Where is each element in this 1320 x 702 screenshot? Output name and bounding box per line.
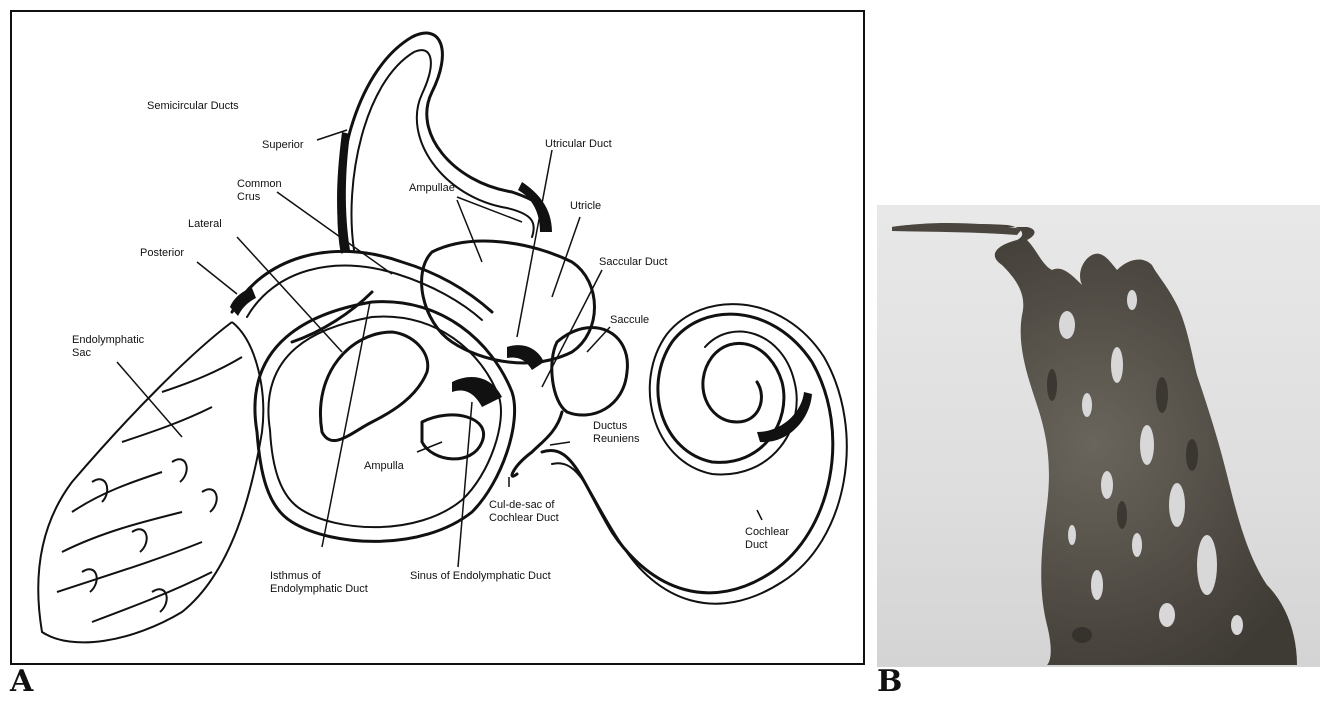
label-utricular-duct: Utricular Duct [545,138,612,151]
panel-letter-a: A [10,664,33,699]
label-endolymphatic-sac: Endolymphatic Sac [72,334,144,360]
label-posterior: Posterior [140,247,184,260]
label-lateral: Lateral [188,218,222,231]
label-superior: Superior [262,139,304,152]
label-cochlear-duct: Cochlear Duct [745,526,789,552]
label-saccular-duct: Saccular Duct [599,256,667,269]
label-saccule: Saccule [610,314,649,327]
label-utricle: Utricle [570,200,601,213]
superior-duct [339,33,548,252]
utricle-shape [422,241,595,363]
label-ampulla: Ampulla [364,460,404,473]
endolymphatic-sac [38,322,263,642]
cochlear-duct [542,314,833,593]
photo-panel-b [877,205,1320,667]
label-sinus: Sinus of Endolymphatic Duct [410,570,551,583]
diagram-panel-a: Semicircular Ducts Superior Common Crus … [10,10,865,665]
label-semicircular-ducts: Semicircular Ducts [147,100,239,113]
label-ductus-reuniens: Ductus Reuniens [593,420,639,446]
label-isthmus: Isthmus of Endolymphatic Duct [270,570,368,596]
label-cul-de-sac: Cul-de-sac of Cochlear Duct [489,499,559,525]
endolymphatic-cast-image [877,205,1320,667]
label-ampullae: Ampullae [409,182,455,195]
label-common-crus: Common Crus [237,178,282,204]
panel-letter-b: B [877,664,902,699]
saccule-shape [552,328,628,415]
